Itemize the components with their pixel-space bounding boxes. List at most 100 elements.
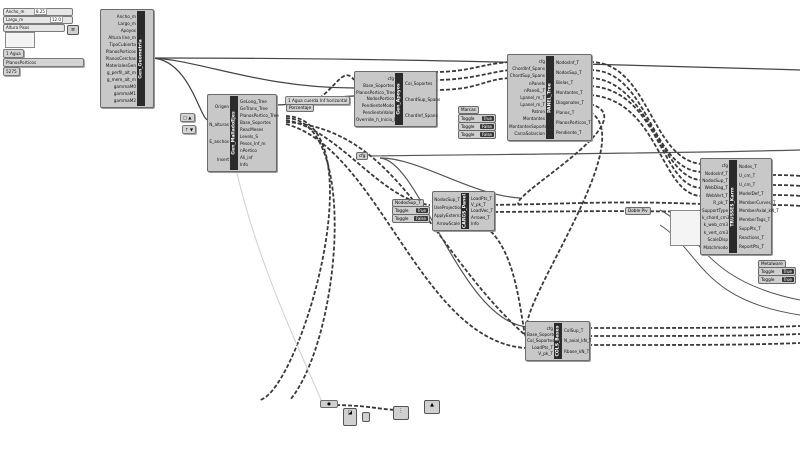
port-label[interactable]: UseProjection <box>434 204 463 210</box>
port-label[interactable]: PendienteModo <box>361 103 394 109</box>
port-label[interactable]: MemberAxial_kN_T <box>739 208 779 214</box>
port-label[interactable]: nPanels <box>528 80 545 86</box>
port-label[interactable]: R_pk_T <box>713 200 728 206</box>
porcentaje-node[interactable]: Porcentaje <box>286 104 315 112</box>
port-label[interactable]: Diagonales_T <box>556 99 584 105</box>
params-panel[interactable] <box>5 32 35 48</box>
port-label[interactable]: g_perfil_alt_m <box>106 70 136 75</box>
port-label[interactable]: Planos_T <box>556 109 575 115</box>
port-label[interactable]: PlanosPorticos_T <box>556 119 591 125</box>
planos-porticos-param[interactable]: PlanosPorticos <box>3 58 84 67</box>
port-label[interactable]: ModelDef_T <box>739 190 764 196</box>
port-label[interactable]: cfg <box>538 59 545 65</box>
port-label[interactable]: Altura line_m <box>108 35 136 40</box>
truss-input-panel[interactable] <box>670 210 702 246</box>
slider-altura[interactable]: Altura Pisos <box>3 24 65 32</box>
port-label[interactable]: CarraSolarcion <box>514 130 545 136</box>
bake-icon[interactable] <box>362 412 370 422</box>
port-label[interactable]: LoadPts_T <box>531 344 553 350</box>
port-label[interactable]: gammaM0 <box>113 84 136 89</box>
port-label[interactable]: nPortico <box>240 148 257 153</box>
port-label[interactable]: N_axial_kN_T <box>564 338 592 344</box>
slider-largo[interactable]: Largo_m 12.0 <box>3 16 73 24</box>
bottom-cfg-node[interactable]: ● <box>320 400 338 408</box>
port-label[interactable]: N_alturas <box>209 121 229 127</box>
port-label[interactable]: WebVert_T <box>705 192 728 198</box>
cubierta-num-param[interactable]: 5275 <box>3 67 20 76</box>
port-label[interactable]: PlanosPortico_Tree <box>356 89 395 95</box>
value-list-icon[interactable]: ≡ <box>67 25 79 35</box>
port-label[interactable]: PlanosPorticos <box>105 49 136 54</box>
preview-icon[interactable]: ◪ <box>343 408 357 426</box>
port-label[interactable]: WebDiag_T <box>704 185 728 191</box>
port-label[interactable]: PlanosPortico_Tree <box>240 113 279 118</box>
port-label[interactable]: ChordInf_Spans <box>512 66 545 72</box>
port-label[interactable]: Montantes <box>522 116 545 122</box>
output-icon[interactable]: ▲ <box>424 400 440 414</box>
port-label[interactable]: Nodes_T <box>739 163 757 169</box>
port-label[interactable]: TipoCubierta <box>109 42 136 47</box>
port-label[interactable]: Reactions_T <box>739 235 765 241</box>
port-label[interactable]: gammaM2 <box>113 98 136 103</box>
port-label[interactable]: ApplyExternal <box>434 212 464 218</box>
port-label[interactable]: NodosSup_T <box>556 70 582 76</box>
list-item-icon[interactable]: ⋮ <box>393 406 409 420</box>
port-label[interactable]: NodosInf_T <box>556 60 580 66</box>
port-label[interactable]: Pendiente_T <box>556 129 582 135</box>
port-label[interactable]: Patron <box>531 109 545 115</box>
port-label[interactable]: Levels_S <box>240 134 258 139</box>
tipo-agua-param[interactable]: 1 Agua <box>3 49 24 58</box>
port-label[interactable]: Montantes_T <box>556 90 583 96</box>
port-label[interactable]: Apoyos <box>120 28 136 33</box>
port-label[interactable]: SuppPts_T <box>739 226 761 232</box>
slider-ancho[interactable]: Ancho_m 8.25 <box>3 8 73 16</box>
port-label[interactable]: ChordInf_Spans <box>405 112 438 118</box>
n-alturas-param[interactable]: ↑ ▼ <box>182 125 197 134</box>
port-label[interactable]: E_anchos <box>209 139 229 145</box>
port-label[interactable]: Pesos_Inf_m <box>240 141 266 146</box>
port-label[interactable]: Lpanel_m_T <box>520 102 545 108</box>
port-label[interactable]: NodosPortico <box>366 96 394 102</box>
port-label[interactable]: V_pk_T <box>538 351 553 357</box>
doble-piv-node[interactable]: Doble Piv <box>625 207 651 215</box>
port-label[interactable]: Largo_m <box>118 21 136 26</box>
port-label[interactable]: Origen <box>214 104 229 110</box>
port-label[interactable]: GeTrans_Tree <box>240 106 268 111</box>
port-label[interactable]: Col_Soportes <box>405 80 433 86</box>
port-label[interactable]: Matchmodo <box>703 244 728 250</box>
port-label[interactable]: SupportType <box>702 207 729 213</box>
port-label[interactable]: gammaM1 <box>113 91 136 96</box>
port-label[interactable]: Insert <box>216 156 229 162</box>
port-label[interactable]: Base_Soportes <box>363 82 394 88</box>
port-label[interactable]: cfg <box>387 75 394 81</box>
port-label[interactable]: Lpanel_m_T <box>520 94 545 100</box>
port-label[interactable]: g_mem_alt_m <box>106 77 136 82</box>
port-label[interactable]: k_web_cm3 <box>703 222 728 228</box>
port-label[interactable]: Ancho_m <box>116 14 136 19</box>
port-label[interactable]: U_cm_T <box>739 172 756 178</box>
port-label[interactable]: nPanelL_T <box>524 87 545 93</box>
port-label[interactable]: PlanosCerchas <box>105 56 137 61</box>
port-label[interactable]: k_vert_cm3 <box>703 229 728 235</box>
port-label[interactable]: MemberTags_T <box>739 217 771 223</box>
port-label[interactable]: MaterialesGen <box>105 63 136 68</box>
port-label[interactable]: LoadVec_T <box>471 208 494 214</box>
port-label[interactable]: k_chord_cm3 <box>702 215 730 221</box>
port-label[interactable]: Base_Soportes <box>527 332 558 338</box>
agua-cuerda-param[interactable]: 1 Agua cuerda Inf horizontal <box>285 96 351 105</box>
port-label[interactable]: ChordSup_Spans <box>509 73 545 79</box>
origen-param[interactable]: □ ▲ <box>180 113 195 122</box>
port-label[interactable]: MemberCurves_T <box>739 199 776 205</box>
marcas-node[interactable]: Marcas <box>458 106 479 114</box>
port-label[interactable]: Arrows_T <box>471 214 490 220</box>
port-label[interactable]: ReacMeses <box>240 127 264 132</box>
port-label[interactable]: NodosInf_T <box>704 170 728 176</box>
